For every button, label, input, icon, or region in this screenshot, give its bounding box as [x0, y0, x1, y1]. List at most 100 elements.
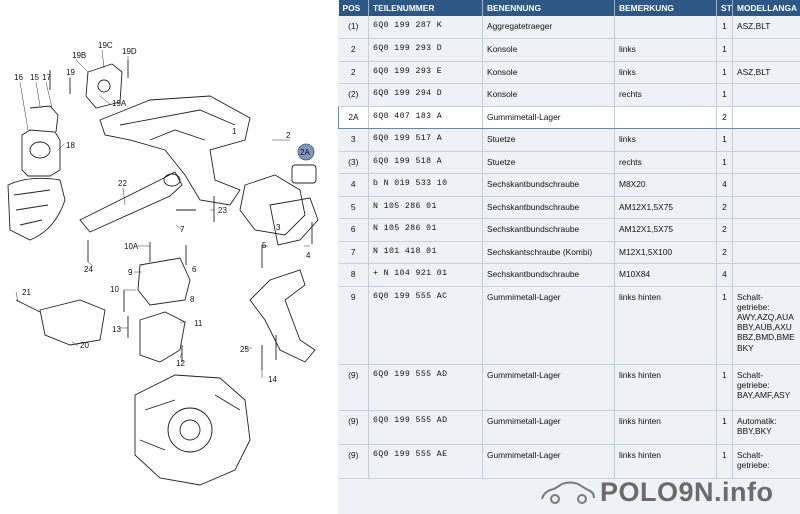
left-support [39, 299, 106, 346]
cell-pos: 9 [338, 286, 369, 365]
callout-19A: 19A [112, 99, 127, 108]
cell-qty: 4 [716, 173, 733, 197]
cell-pos: (3) [338, 151, 369, 174]
upper-bracket [85, 63, 123, 109]
cell-name: Aggregatetraeger [482, 16, 615, 39]
cell-model [732, 173, 800, 197]
cell-qty: 1 [716, 61, 733, 84]
cell-part-number: 6Q0 199 293 E [368, 61, 483, 84]
col-model[interactable]: MODELLANGA [732, 0, 800, 16]
col-qty[interactable]: ST [716, 0, 733, 16]
cell-qty: 1 [716, 128, 733, 152]
car-icon [541, 481, 595, 504]
parts-list-panel: POS TEILENUMMER BENENNUNG BEMERKUNG ST M… [338, 0, 800, 514]
cell-part-number: + N 104 921 01 [368, 263, 483, 287]
callout-19B: 19B [72, 51, 86, 60]
col-pos[interactable]: POS [338, 0, 369, 16]
engine-mount-left [21, 129, 61, 177]
cell-pos: 2 [338, 61, 369, 84]
callout-18: 18 [66, 141, 75, 150]
cell-name: Sechskantschraube (Kombi) [482, 241, 615, 264]
callout-8: 8 [190, 295, 195, 304]
callout-20: 20 [80, 341, 89, 350]
cell-part-number: 6Q0 199 517 A [368, 128, 483, 152]
cell-qty: 2 [716, 218, 733, 242]
callout-2A: 2A [300, 148, 310, 157]
callout-17: 17 [42, 73, 51, 82]
cell-remark: links hinten [614, 286, 717, 365]
cell-part-number: 6Q0 199 518 A [368, 151, 483, 174]
cell-pos: 3 [338, 128, 369, 152]
cell-remark: AM12X1,5X75 [614, 196, 717, 219]
cell-remark [614, 105, 717, 129]
cell-model [732, 105, 800, 129]
gearbox [134, 374, 251, 486]
cell-name: Konsole [482, 38, 615, 62]
callout-10A: 10A [124, 242, 139, 251]
control-arm [249, 269, 316, 363]
col-part-number[interactable]: TEILENUMMER [368, 0, 483, 16]
cell-pos: 2A [338, 105, 369, 129]
cell-qty: 4 [716, 263, 733, 287]
cell-qty: 1 [716, 364, 733, 411]
callout-7: 7 [180, 225, 185, 234]
console-bracket [239, 174, 306, 236]
mount-bracket [29, 105, 59, 133]
cell-model [732, 38, 800, 62]
col-remark[interactable]: BEMERKUNG [614, 0, 717, 16]
callout-16: 16 [14, 73, 23, 82]
cell-part-number: 6Q0 199 555 AD [368, 364, 483, 411]
callout-14: 14 [268, 375, 277, 384]
cell-remark: M8X20 [614, 173, 717, 197]
cell-part-number: 6Q0 199 294 D [368, 83, 483, 107]
cell-pos: 6 [338, 218, 369, 242]
cell-remark: links hinten [614, 444, 717, 479]
cell-pos: 5 [338, 196, 369, 219]
cell-part-number: 6Q0 199 555 AD [368, 410, 483, 445]
cell-name: Sechskantbundschraube [482, 173, 615, 197]
cell-part-number: 6Q0 199 555 AE [368, 444, 483, 479]
cell-remark: rechts [614, 151, 717, 174]
callout-25: 25 [240, 345, 249, 354]
cell-name: Konsole [482, 83, 615, 107]
callout-15: 15 [30, 73, 39, 82]
cell-name: Sechskantbundschraube [482, 263, 615, 287]
cell-name: Gummimetall-Lager [482, 364, 615, 411]
mount-support [139, 311, 186, 363]
cell-model [732, 128, 800, 152]
cell-model: Schalt- getriebe: [732, 444, 800, 479]
watermark: POLO9N.info [540, 472, 800, 512]
cell-model: Schalt- getriebe: AWY,AZQ,AUA BBY,AUB,AX… [732, 286, 800, 365]
cell-qty: 1 [716, 410, 733, 445]
parts-table: POS TEILENUMMER BENENNUNG BEMERKUNG ST M… [338, 0, 800, 479]
diagram-svg: 16 15 17 19B 19C 19D 19 19A 18 1 2 2A 22… [7, 41, 319, 486]
cell-qty: 2 [716, 241, 733, 264]
callout-12: 12 [176, 359, 185, 368]
cell-part-number: N 105 286 01 [368, 196, 483, 219]
callout-1: 1 [232, 127, 237, 136]
callout-3: 3 [276, 223, 281, 232]
callout-21: 21 [22, 288, 31, 297]
cell-part-number: 6Q0 199 293 D [368, 38, 483, 62]
callout-11: 11 [194, 319, 203, 328]
cell-remark: rechts [614, 83, 717, 107]
watermark-text: POLO9N.info [600, 476, 774, 507]
col-name[interactable]: BENENNUNG [482, 0, 615, 16]
callout-19C: 19C [98, 41, 113, 50]
